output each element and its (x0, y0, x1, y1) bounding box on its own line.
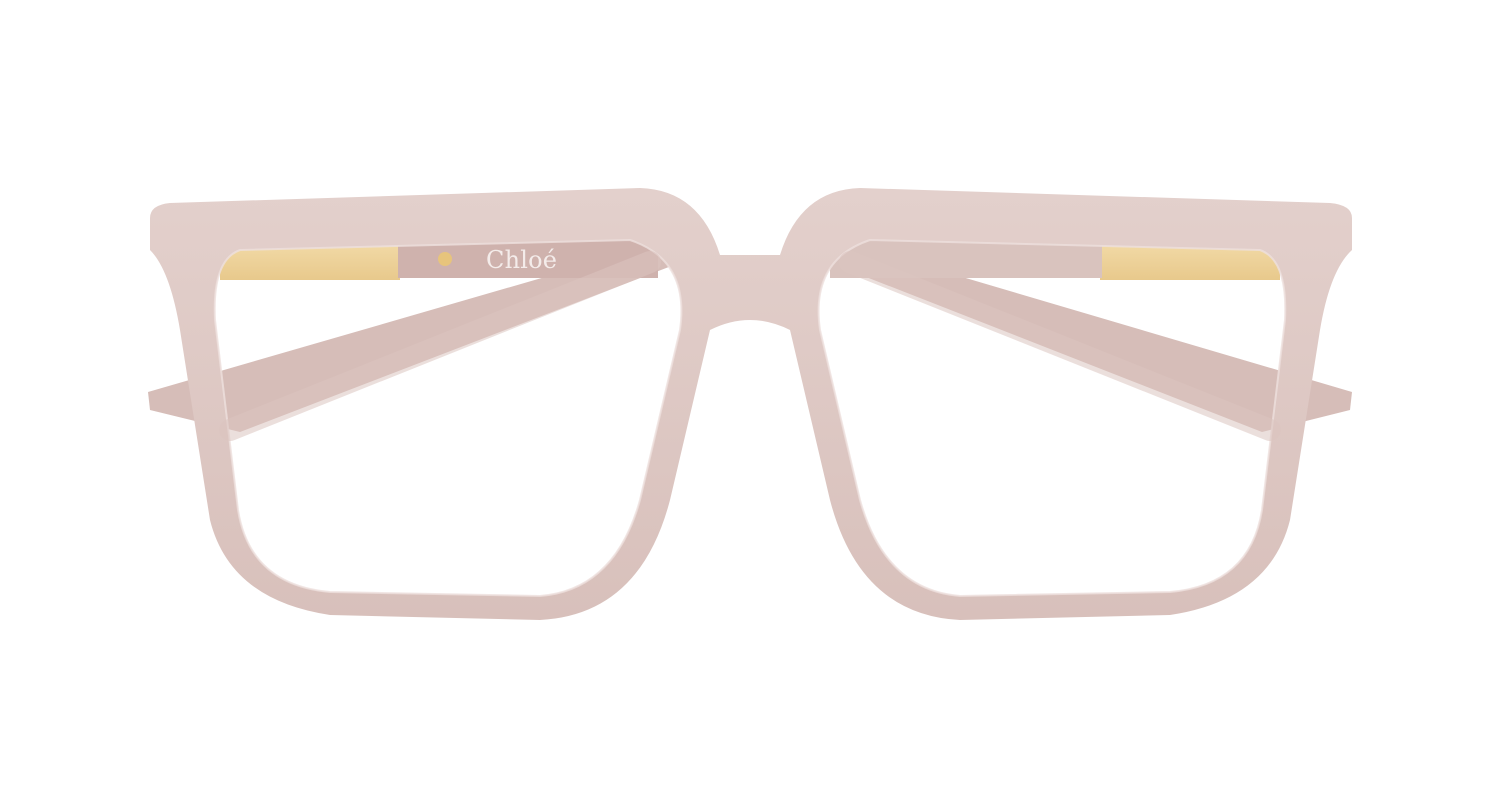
screw-icon (438, 252, 452, 266)
right-temple (810, 235, 1352, 432)
frame-front (150, 188, 1352, 620)
brand-logo: Chloé (486, 246, 558, 274)
